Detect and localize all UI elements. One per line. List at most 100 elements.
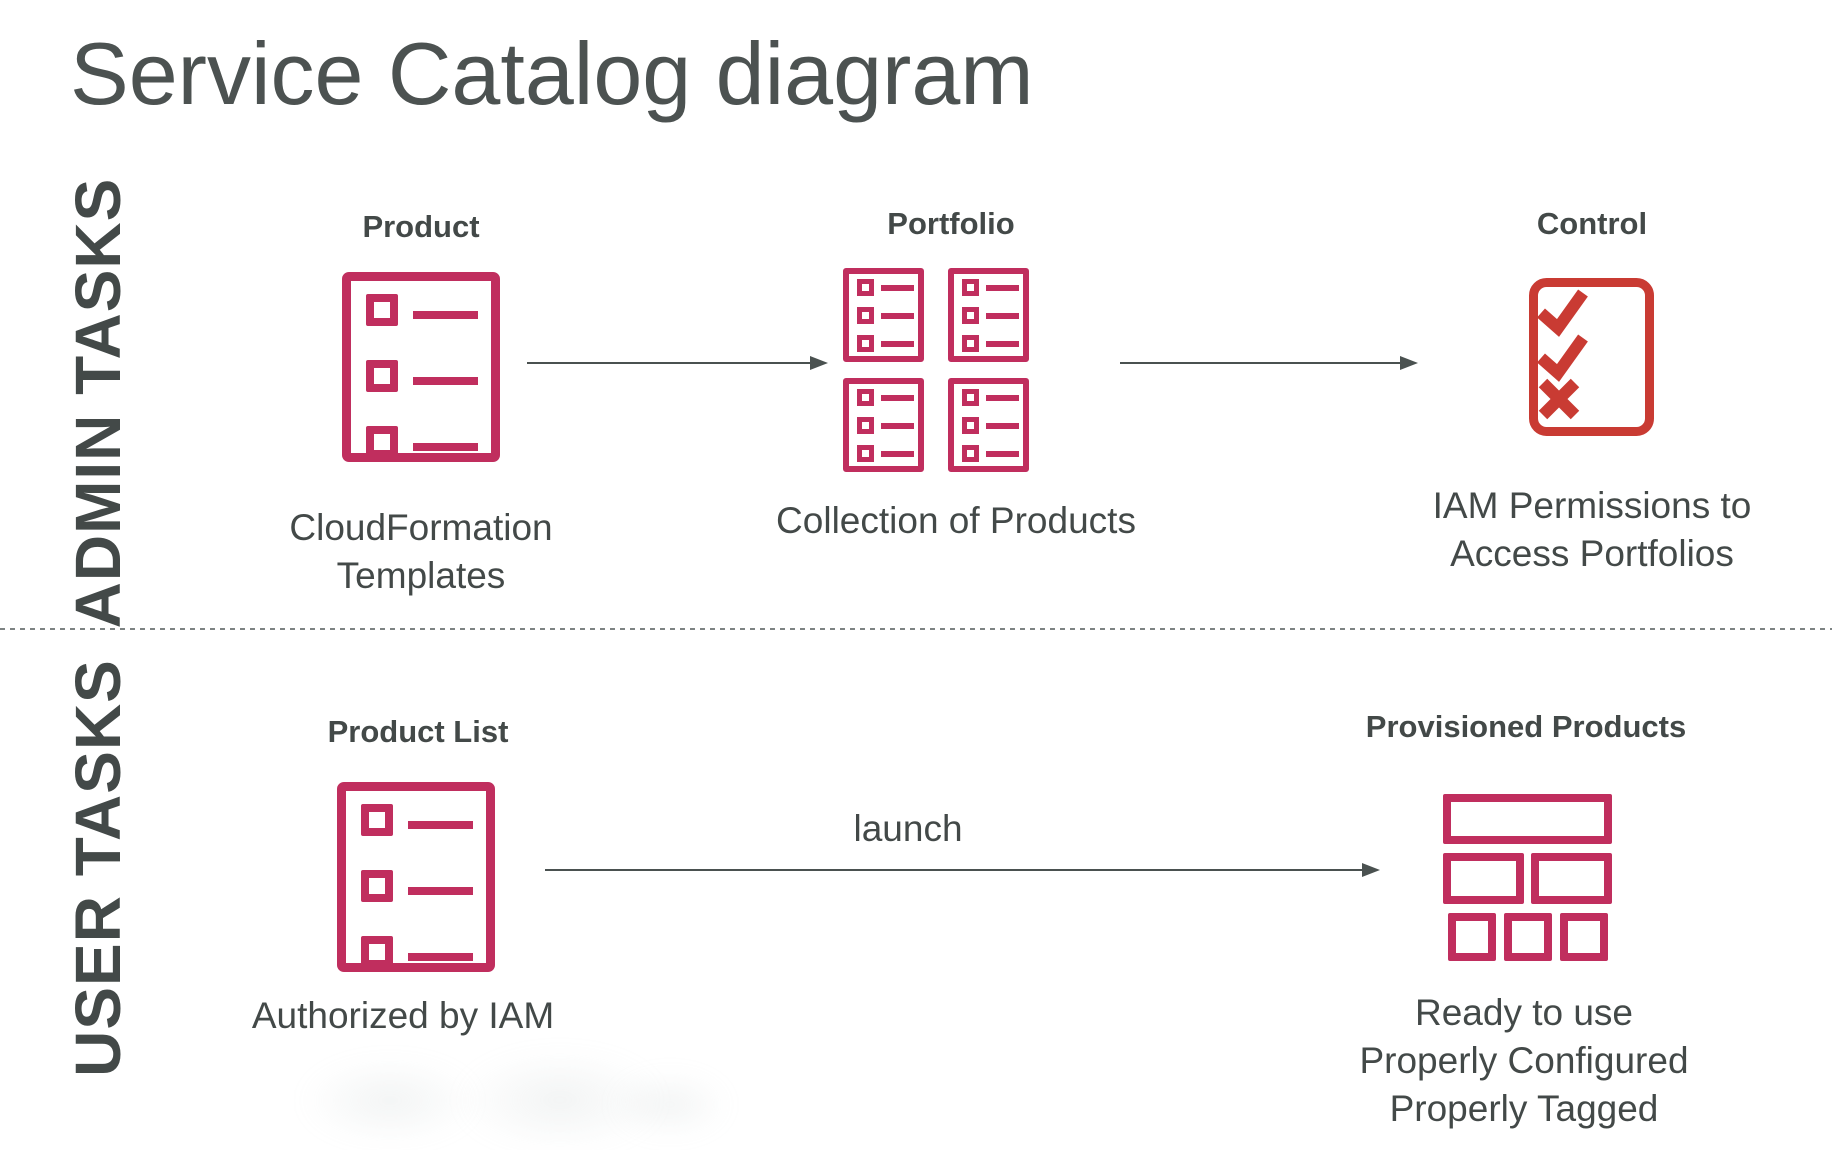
portfolio-product-icon <box>948 268 1029 362</box>
portfolio-product-icon <box>843 268 924 362</box>
bullet-square <box>857 417 874 434</box>
product-list-document-icon <box>337 782 495 972</box>
icon-row <box>962 335 1023 352</box>
bullet-square <box>366 294 398 326</box>
caption-line: Ready to use <box>1414 992 1634 1033</box>
brick <box>1448 913 1496 961</box>
product-heading: Product <box>362 209 480 244</box>
product-list-heading: Product List <box>327 714 509 749</box>
portfolio-caption: Collection of Products <box>776 497 1136 545</box>
provisioned-products-caption: Ready to use Properly Configured Properl… <box>1359 989 1688 1133</box>
caption-line: Access Portfolios <box>1450 533 1734 574</box>
brick <box>1531 853 1612 904</box>
bullet-square <box>857 445 874 462</box>
icon-row <box>962 307 1023 324</box>
dotted-divider-line <box>0 628 1832 630</box>
bullet-square <box>366 360 398 392</box>
admin-tasks-label: ADMIN TASKS <box>62 177 134 629</box>
caption-line: Properly Tagged <box>1389 1088 1659 1129</box>
portfolio-four-list-documents-icon <box>843 268 1029 472</box>
faint-smudge <box>610 1072 730 1137</box>
brick <box>1443 853 1524 904</box>
bullet-square <box>857 389 874 406</box>
caption-line: IAM Permissions to <box>1432 485 1752 526</box>
bullet-square <box>857 335 874 352</box>
arrow-launch <box>545 863 1380 877</box>
portfolio-heading: Portfolio <box>887 206 1015 241</box>
caption-line: Collection of Products <box>776 500 1136 541</box>
user-tasks-label: USER TASKS <box>62 659 134 1077</box>
text-line <box>413 311 478 319</box>
icon-row <box>857 335 918 352</box>
icon-row <box>857 445 918 462</box>
bullet-square <box>962 417 979 434</box>
product-list-document-icon <box>342 272 500 462</box>
bullet-square <box>962 335 979 352</box>
text-line <box>881 395 914 401</box>
text-line <box>986 423 1019 429</box>
icon-row <box>962 279 1023 296</box>
provisioned-products-heading: Provisioned Products <box>1365 709 1687 744</box>
arrow-product-to-portfolio <box>527 356 828 370</box>
bullet-square <box>361 936 393 968</box>
caption-line: CloudFormation <box>289 507 553 548</box>
product-list-caption: Authorized by IAM <box>252 992 554 1040</box>
text-line <box>408 953 473 961</box>
page-title: Service Catalog diagram <box>70 24 1034 123</box>
brick-row <box>1443 853 1612 904</box>
icon-row <box>361 804 486 836</box>
portfolio-product-icon <box>948 378 1029 472</box>
icon-row <box>366 294 491 326</box>
text-line <box>881 341 914 347</box>
brick <box>1560 913 1608 961</box>
control-checklist-icon <box>1529 278 1654 436</box>
text-line <box>986 285 1019 291</box>
text-line <box>881 285 914 291</box>
caption-line: Authorized by IAM <box>251 995 555 1036</box>
faint-smudge <box>455 1050 665 1150</box>
text-line <box>881 451 914 457</box>
icon-row <box>366 360 491 392</box>
icon-row <box>361 870 486 902</box>
brick-row <box>1448 913 1612 961</box>
bullet-square <box>857 279 874 296</box>
text-line <box>986 451 1019 457</box>
caption-line: Properly Configured <box>1359 1040 1689 1081</box>
brick <box>1443 794 1612 844</box>
bullet-square <box>962 445 979 462</box>
text-line <box>408 821 473 829</box>
product-caption: CloudFormation Templates <box>289 504 552 600</box>
brick <box>1504 913 1552 961</box>
bullet-square <box>962 279 979 296</box>
text-line <box>986 341 1019 347</box>
text-line <box>413 377 478 385</box>
bullet-square <box>962 307 979 324</box>
control-caption: IAM Permissions to Access Portfolios <box>1433 482 1752 578</box>
arrow-portfolio-to-control <box>1120 356 1418 370</box>
provisioned-products-bricks-icon <box>1443 794 1612 961</box>
caption-line: Templates <box>336 555 506 596</box>
icon-row <box>857 279 918 296</box>
portfolio-product-icon <box>843 378 924 472</box>
text-line <box>881 313 914 319</box>
text-line <box>986 313 1019 319</box>
bullet-square <box>366 426 398 458</box>
icon-row <box>857 417 918 434</box>
text-line <box>881 423 914 429</box>
bullet-square <box>962 389 979 406</box>
icon-row <box>361 936 486 968</box>
faint-smudge <box>300 1058 480 1143</box>
icon-row <box>857 389 918 406</box>
bullet-square <box>361 804 393 836</box>
text-line <box>413 443 478 451</box>
text-line <box>986 395 1019 401</box>
bullet-square <box>857 307 874 324</box>
launch-label: launch <box>853 808 963 849</box>
icon-row <box>962 389 1023 406</box>
icon-row <box>962 417 1023 434</box>
icon-row <box>857 307 918 324</box>
icon-row <box>366 426 491 458</box>
text-line <box>408 887 473 895</box>
bullet-square <box>361 870 393 902</box>
